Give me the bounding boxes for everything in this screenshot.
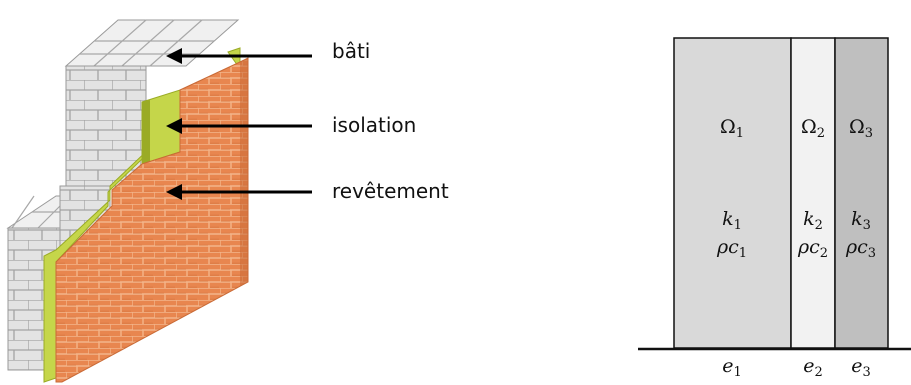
brick-cladding-side bbox=[240, 58, 248, 286]
layer-3-domain: Ω3 bbox=[848, 116, 874, 141]
label-isolation: isolation bbox=[332, 113, 417, 137]
layer-3-conductivity: k3 bbox=[851, 208, 871, 233]
callout-arrows bbox=[166, 48, 312, 200]
arrowhead-isolation bbox=[166, 118, 182, 134]
layer-3-box bbox=[834, 37, 889, 349]
layer-1-box bbox=[673, 37, 792, 349]
layer-1-thickness: e1 bbox=[722, 355, 742, 380]
layer-2-conductivity: k2 bbox=[803, 208, 823, 233]
wall-illustration bbox=[6, 19, 312, 383]
layer-3-thickness: e3 bbox=[851, 355, 871, 380]
layer-schematic bbox=[638, 37, 911, 351]
label-bati: bâti bbox=[332, 39, 371, 63]
layer-1-domain: Ω1 bbox=[719, 116, 745, 141]
layer-1-conductivity: k1 bbox=[722, 208, 742, 233]
layer-2-domain: Ω2 bbox=[800, 116, 826, 141]
block-wall-top-upper bbox=[64, 19, 240, 67]
layer-2-thickness: e2 bbox=[803, 355, 823, 380]
arrowhead-revetement bbox=[166, 184, 182, 200]
insulation-exposed-side bbox=[142, 100, 150, 164]
layer-1-capacity: ρc1 bbox=[716, 236, 748, 261]
layer-3-capacity: ρc3 bbox=[845, 236, 877, 261]
arrowhead-bati bbox=[166, 48, 182, 64]
layer-2-box bbox=[790, 37, 836, 349]
layer-2-capacity: ρc2 bbox=[797, 236, 829, 261]
block-wall-top-joints bbox=[80, 19, 214, 67]
block-wall-front-upper bbox=[65, 65, 147, 187]
label-revetement: revêtement bbox=[332, 179, 449, 203]
